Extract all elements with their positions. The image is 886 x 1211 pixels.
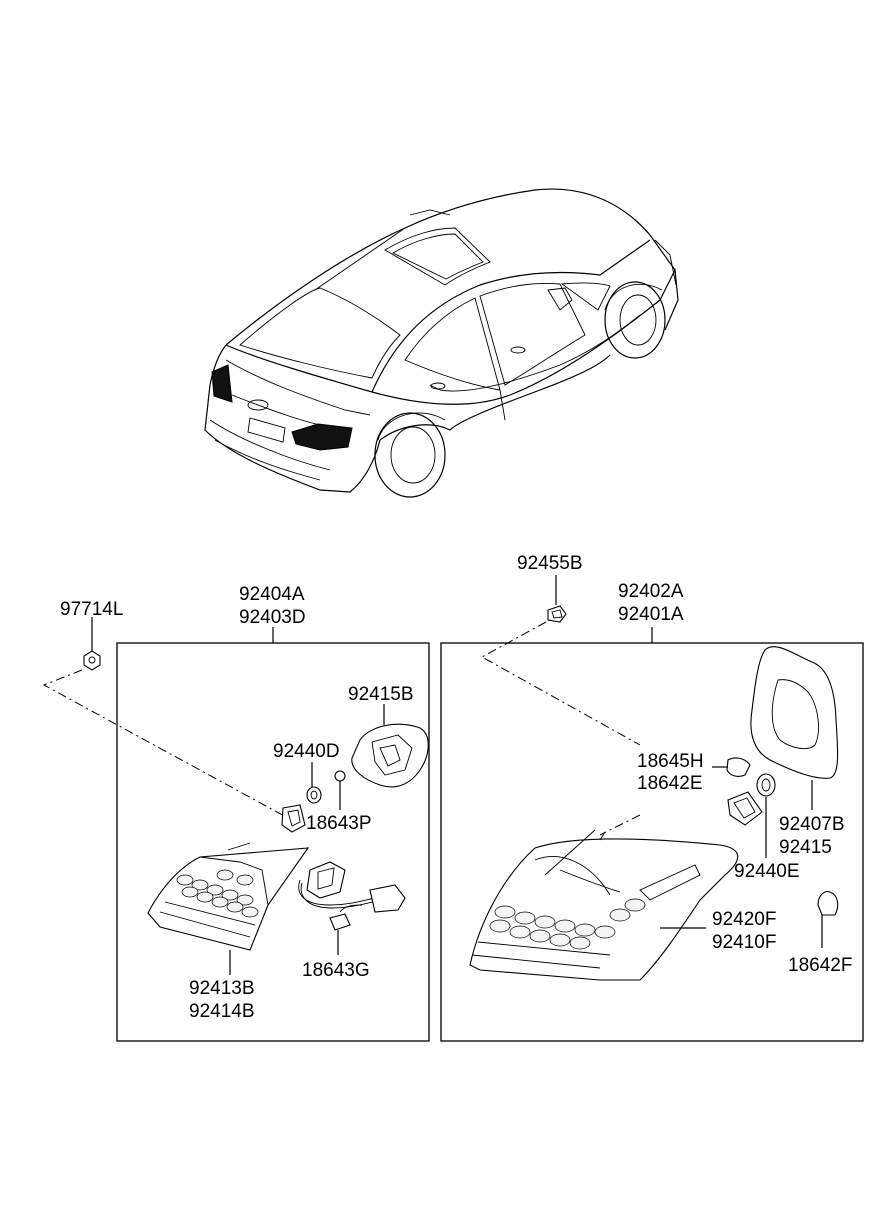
label-18643G: 18643G [302,960,370,981]
label-92401A: 92401A [618,604,684,625]
bulb-18643P [334,770,346,782]
label-92420F: 92420F [712,909,776,930]
vehicle-illustration [204,188,679,498]
wiring-harness-18643G [298,861,406,931]
label-18645H: 18645H [637,751,704,772]
inner-lamp-92413B [147,842,310,951]
label-92414B: 92414B [189,1001,255,1022]
gasket-92407B [750,646,839,779]
label-92407B: 92407B [779,814,845,835]
label-92415: 92415 [779,837,832,858]
bulb-18645H [726,757,751,777]
label-92413B: 92413B [189,978,255,999]
inner-lamp-led-array [176,869,259,918]
label-92440D: 92440D [273,741,340,762]
part-labels: 97714L 92404A 92403D 92415B 92440D 18643… [60,553,852,1022]
label-92410F: 92410F [712,932,776,953]
bulb-18642F [817,891,839,916]
label-92415B: 92415B [348,684,414,705]
label-92455B: 92455B [517,553,583,574]
label-92402A: 92402A [618,581,684,602]
label-92440E: 92440E [734,861,800,882]
label-97714L: 97714L [60,599,123,620]
gasket-92415B [351,723,429,788]
socket-housing [281,804,306,833]
clip-92455B [547,605,567,623]
socket-92440E [727,773,776,826]
nut-97714L [83,650,101,671]
label-18642E: 18642E [637,773,703,794]
label-92404A: 92404A [239,584,305,605]
label-18643P: 18643P [306,813,372,834]
label-92403D: 92403D [239,607,306,628]
outer-lamp-led-array [489,898,646,950]
outer-lamp-92420F [469,829,739,981]
socket-92440D [306,786,322,804]
label-18642F: 18642F [788,955,852,976]
